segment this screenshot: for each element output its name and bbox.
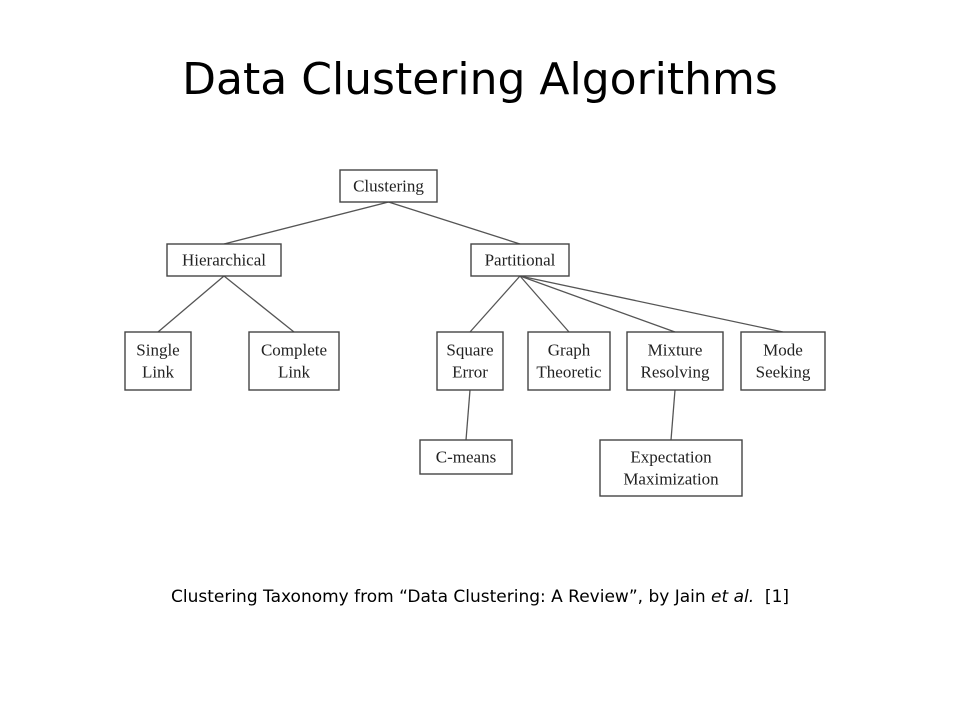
edge-hierarchical-to-complete-link <box>223 275 295 333</box>
node-label: C-means <box>436 448 496 467</box>
node-label: Hierarchical <box>182 251 266 270</box>
edge-hierarchical-to-single-link <box>157 275 225 333</box>
node-label: Link <box>278 363 311 382</box>
edge-partitional-to-mixture-resolving <box>519 275 676 333</box>
node-label: Mode <box>763 341 803 360</box>
node-label: Graph <box>548 341 591 360</box>
node-label: Theoretic <box>536 363 602 382</box>
caption-text: Clustering Taxonomy from “Data Clusterin… <box>170 587 712 607</box>
figure-caption: Clustering Taxonomy from “Data Clusterin… <box>0 587 960 607</box>
node-label: Error <box>452 363 488 382</box>
edge-clustering-to-hierarchical <box>223 201 389 245</box>
node-box <box>599 439 743 497</box>
node-label: Square <box>446 341 493 360</box>
node-label: Seeking <box>756 363 811 382</box>
node-hierarchical: Hierarchical <box>166 243 282 277</box>
node-box <box>436 331 504 391</box>
node-box <box>419 439 513 475</box>
node-box <box>626 331 724 391</box>
node-box <box>470 243 570 277</box>
node-label: Link <box>142 363 175 382</box>
node-label: Complete <box>261 341 327 360</box>
node-label: Resolving <box>641 363 710 382</box>
node-c-means: C-means <box>419 439 513 475</box>
edge-partitional-to-graph-theoretic <box>519 275 570 333</box>
node-label: Expectation <box>630 448 712 467</box>
edge-partitional-to-square-error <box>469 275 521 333</box>
edge-square-error-to-c-means <box>465 389 471 441</box>
edge-mixture-resolving-to-expectation-maximization <box>670 389 676 441</box>
node-label: Single <box>136 341 179 360</box>
diagram-edges <box>157 201 784 441</box>
node-box <box>527 331 611 391</box>
caption-et-al: et al. <box>711 587 755 607</box>
node-box <box>740 331 826 391</box>
node-label: Partitional <box>485 251 556 270</box>
edge-clustering-to-partitional <box>388 201 521 245</box>
node-clustering: Clustering <box>339 169 438 203</box>
node-box <box>166 243 282 277</box>
slide-title: Data Clustering Algorithms <box>182 54 778 105</box>
caption-reference: [1] <box>754 587 790 607</box>
node-box <box>339 169 438 203</box>
node-label: Mixture <box>648 341 703 360</box>
node-box <box>248 331 340 391</box>
node-box <box>124 331 192 391</box>
node-partitional: Partitional <box>470 243 570 277</box>
edge-partitional-to-mode-seeking <box>519 275 784 333</box>
node-label: Clustering <box>353 177 424 196</box>
node-label: Maximization <box>623 470 719 489</box>
